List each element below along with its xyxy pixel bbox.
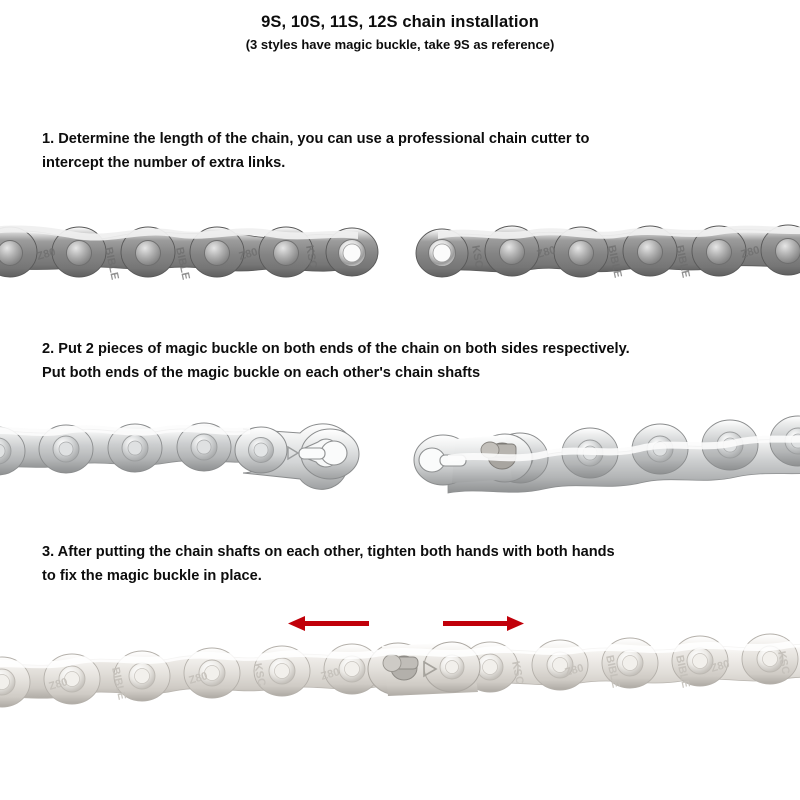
svg-text:Z80: Z80	[238, 246, 260, 263]
direction-triangle-icon	[287, 445, 300, 461]
pull-left-arrow-icon	[288, 616, 369, 631]
chain-top-highlight	[0, 640, 800, 669]
svg-text:Z80: Z80	[564, 662, 586, 679]
page-subtitle: (3 styles have magic buckle, take 9S as …	[245, 36, 555, 52]
pull-right-arrow-icon	[443, 616, 524, 631]
svg-text:KSC: KSC	[775, 650, 792, 675]
direction-triangle-icon	[423, 660, 438, 678]
chain-segment-right: KSC Z80 BIBLE BIBLE Z80	[415, 224, 800, 279]
chain-pins	[499, 238, 800, 266]
magic-buckle-left	[234, 423, 360, 490]
svg-text:Z80: Z80	[48, 676, 70, 693]
step-1-instruction: 1. Determine the length of the chain, yo…	[42, 128, 764, 175]
step-1-chain-figure: Z80 BIBLE BIBLE Z80 KSC	[0, 206, 800, 298]
chain-top-highlight	[0, 425, 250, 436]
magic-buckle-shaft-pin	[480, 441, 517, 470]
chain-segment-left: Z80 BIBLE BIBLE Z80 KSC	[0, 225, 379, 281]
chain-cut-to-length-illustration: Z80 BIBLE BIBLE Z80 KSC	[0, 224, 800, 281]
svg-text:Z80: Z80	[536, 244, 558, 261]
chain-pins	[0, 433, 218, 465]
step-2-instruction: 2. Put 2 pieces of magic buckle on both …	[42, 338, 764, 385]
step-2-line-1: 2. Put 2 pieces of magic buckle on both …	[42, 341, 630, 357]
step-2-line-2: Put both ends of the magic buckle on eac…	[42, 364, 481, 381]
step-1-line-1: 1. Determine the length of the chain, yo…	[42, 131, 590, 147]
chain-continuous: KSC Z80 BIBLE Z80 KSC Z80 KSC Z80 BIBLE …	[0, 633, 800, 708]
svg-text:KSC: KSC	[509, 660, 526, 685]
page-header: 9S, 10S, 11S, 12S chain installation (3 …	[0, 12, 800, 53]
step-2-chain-figure	[0, 409, 800, 501]
svg-text:Z80: Z80	[740, 244, 762, 261]
chain-outer-plates	[0, 422, 232, 476]
step-3-chain-figure: KSC Z80 BIBLE Z80 KSC Z80 KSC Z80 BIBLE …	[0, 632, 800, 724]
chain-top-highlight	[0, 225, 358, 241]
step-3-instruction: 3. After putting the chain shafts on eac…	[42, 541, 764, 588]
svg-text:Z80: Z80	[188, 670, 210, 687]
chain-segment-left	[0, 422, 360, 490]
svg-text:Z80: Z80	[320, 666, 342, 683]
chain-open-end-hole-right	[428, 239, 456, 267]
magic-buckle-right	[413, 433, 533, 486]
chain-embossed-markings: Z80 BIBLE BIBLE Z80 KSC	[36, 244, 319, 280]
svg-text:KSC: KSC	[303, 244, 319, 269]
svg-text:KSC: KSC	[469, 244, 485, 269]
step-3-line-2: to fix the magic buckle in place.	[42, 567, 262, 584]
chain-pins	[0, 240, 299, 266]
step-1-line-2: intercept the number of extra links.	[42, 154, 286, 171]
chain-open-end-hole-left	[338, 239, 366, 267]
magic-buckle-halves-illustration	[0, 415, 800, 494]
magic-buckle-locked-illustration: KSC Z80 BIBLE Z80 KSC Z80 KSC Z80 BIBLE …	[0, 633, 800, 708]
svg-text:Z80: Z80	[36, 246, 58, 263]
svg-text:Z80: Z80	[710, 658, 732, 675]
step-3-line-1: 3. After putting the chain shafts on eac…	[42, 544, 615, 560]
chain-pins	[0, 645, 784, 696]
pull-direction-arrows	[0, 612, 800, 638]
svg-text:KSC: KSC	[251, 662, 268, 687]
chain-embossed-markings: KSC Z80 BIBLE Z80 KSC Z80 KSC Z80 BIBLE …	[48, 650, 792, 701]
chain-top-highlight	[438, 225, 800, 239]
chain-segment-right	[413, 415, 800, 494]
chain-top-highlight	[448, 435, 800, 462]
page-title: 9S, 10S, 11S, 12S chain installation	[261, 13, 539, 31]
